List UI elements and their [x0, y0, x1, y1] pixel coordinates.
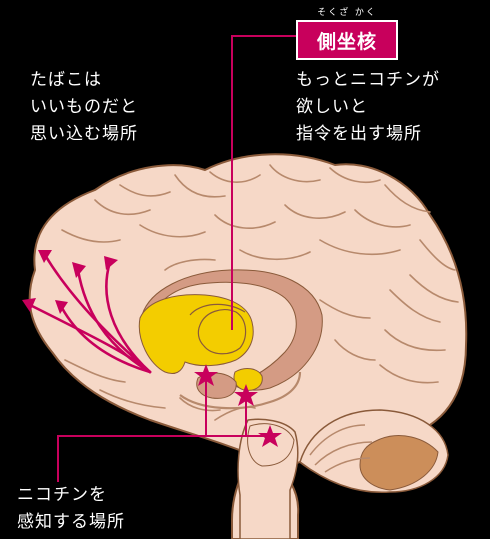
craving-line-3: 指令を出す場所 — [296, 121, 440, 148]
nicotine-detect-line-1: ニコチンを — [17, 482, 125, 509]
nucleus-title: 側坐核 — [317, 27, 377, 54]
detect-pointer — [58, 436, 176, 482]
smoking-belief-label: たばこは いいものだと 思い込む場所 — [30, 67, 138, 148]
nicotine-detect-label: ニコチンを 感知する場所 — [17, 482, 125, 536]
smoking-belief-line-2: いいものだと — [30, 94, 138, 121]
craving-line-2: 欲しいと — [296, 94, 440, 121]
smoking-belief-line-1: たばこは — [30, 67, 138, 94]
craving-label: もっとニコチンが 欲しいと 指令を出す場所 — [296, 67, 440, 148]
thalamus — [234, 369, 262, 391]
nucleus-title-box: 側坐核 — [296, 20, 398, 60]
nucleus-ruby: そくざ かく — [296, 5, 398, 18]
craving-line-1: もっとニコチンが — [296, 67, 440, 94]
smoking-belief-line-3: 思い込む場所 — [30, 121, 138, 148]
nucleus-accumbens — [198, 310, 245, 354]
nicotine-detect-line-2: 感知する場所 — [17, 509, 125, 536]
